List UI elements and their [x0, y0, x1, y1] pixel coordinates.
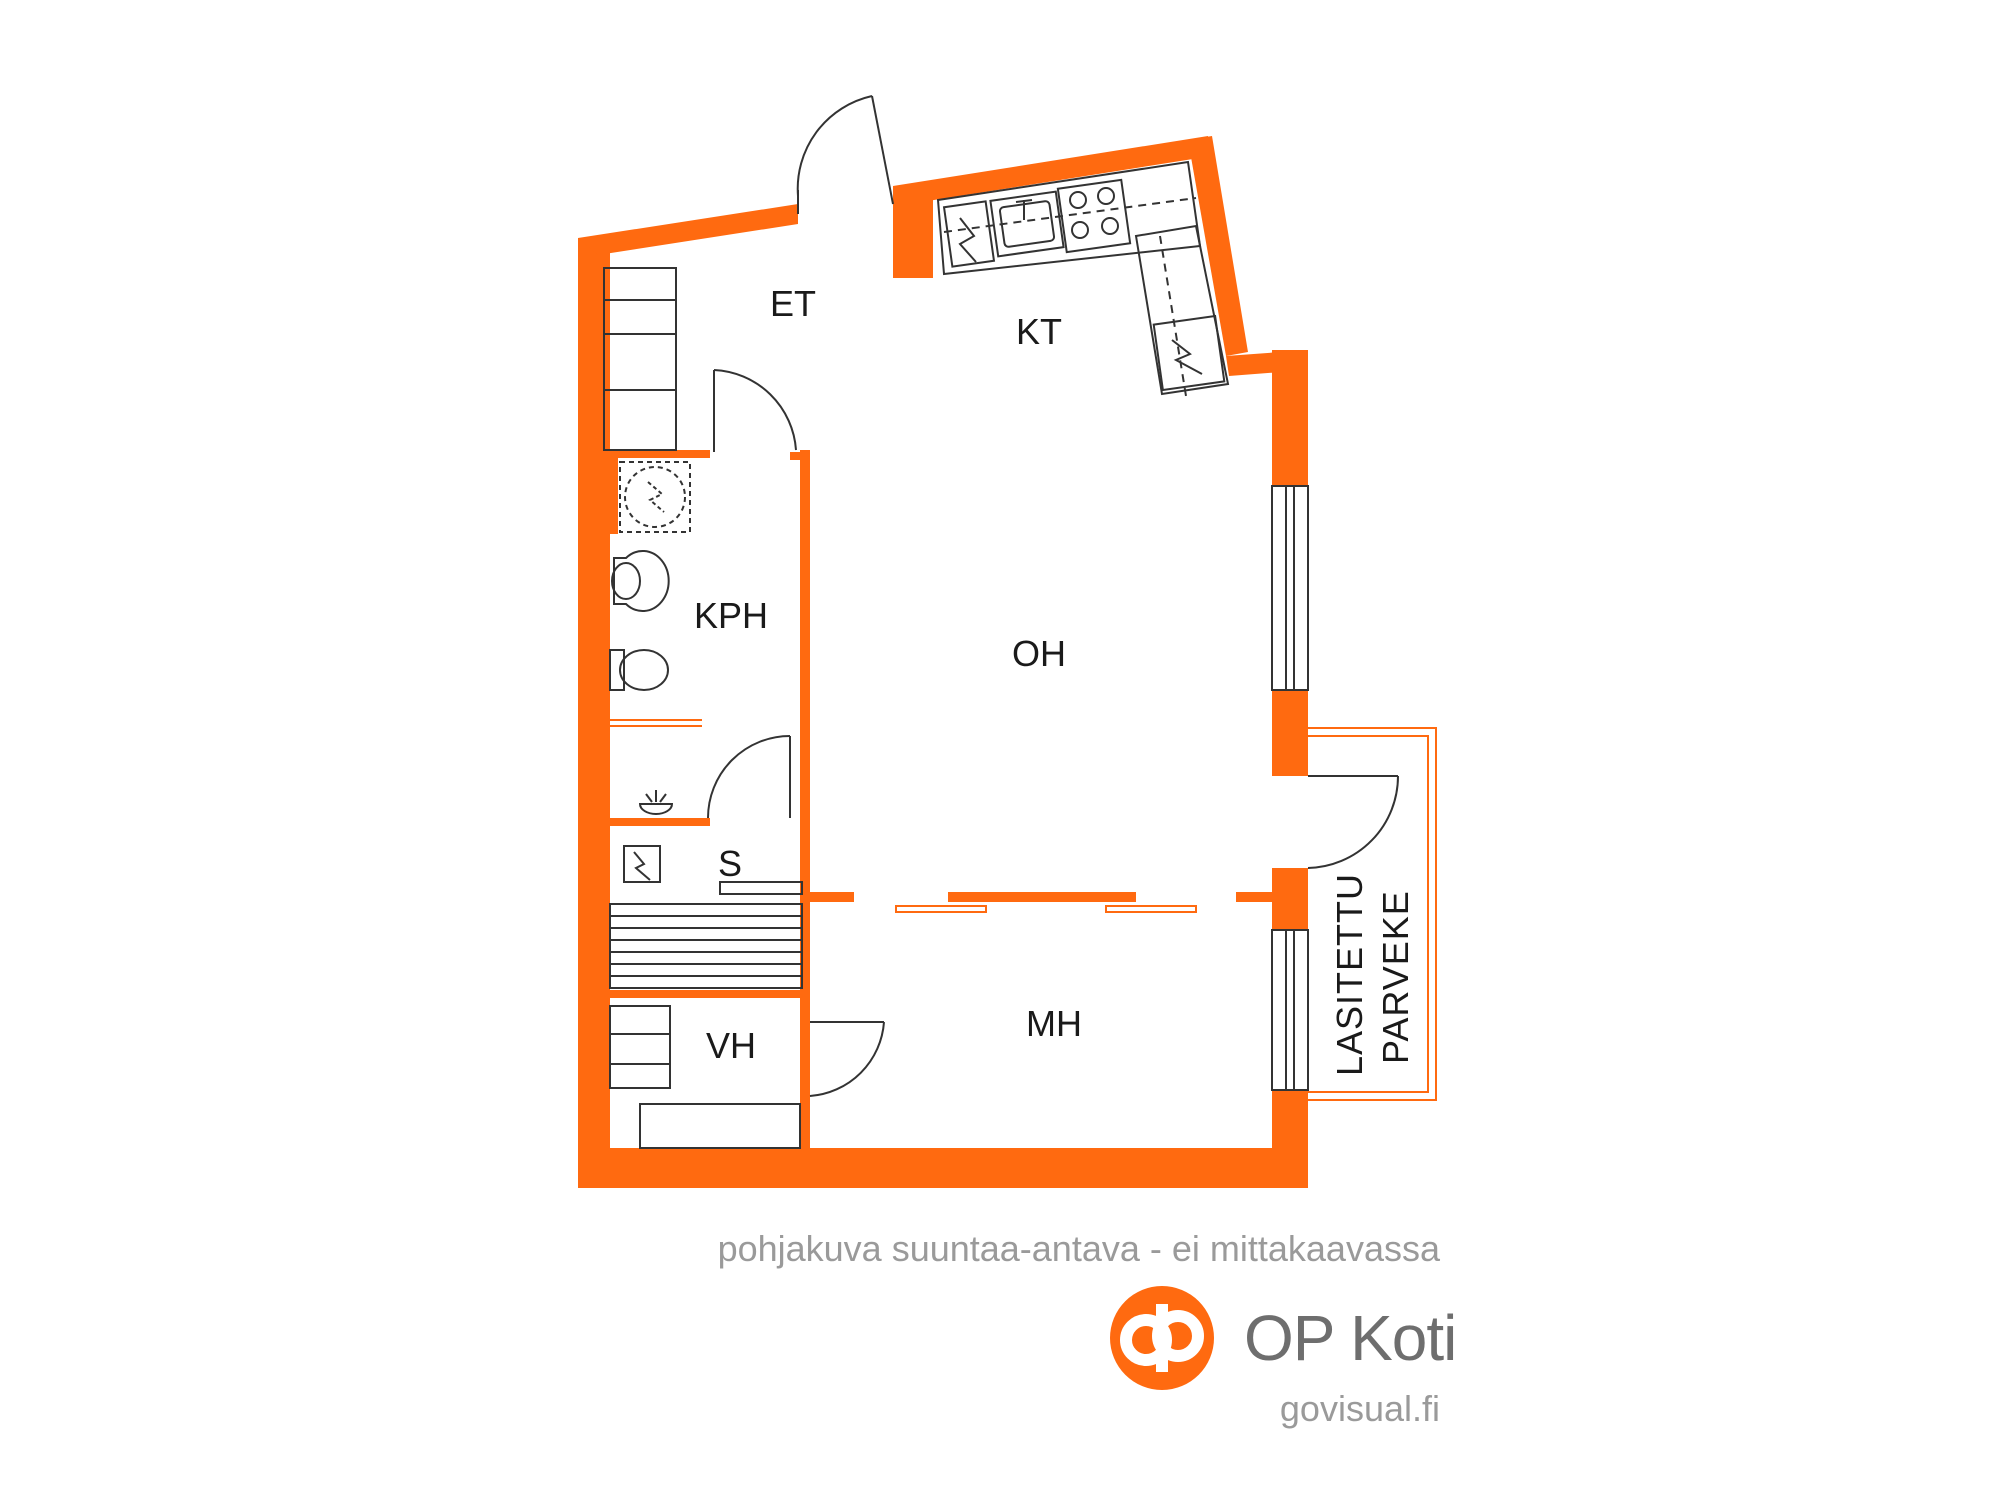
brand: OP Koti	[1110, 1278, 1457, 1398]
room-label-entrance: ET	[770, 283, 816, 324]
room-label-sauna: S	[718, 843, 742, 884]
website-link[interactable]: govisual.fi	[1279, 1388, 1440, 1429]
room-label-bathroom: KPH	[694, 595, 768, 636]
op-logo-icon	[1110, 1286, 1214, 1390]
windows	[1271, 485, 1309, 1091]
balcony-label-line2: PARVEKE	[1375, 890, 1416, 1064]
doors	[707, 95, 1399, 1097]
brand-name: OP Koti	[1244, 1302, 1457, 1374]
room-label-living-room: OH	[1012, 633, 1066, 674]
room-label-bedroom: MH	[1026, 1003, 1082, 1044]
balcony-outline	[1308, 727, 1437, 1101]
balcony-label-line1: LASITETTU	[1329, 873, 1370, 1076]
disclaimer-caption: pohjakuva suuntaa-antava - ei mittakaava…	[717, 1228, 1440, 1269]
walls	[578, 136, 1308, 1188]
room-label-closet: VH	[706, 1025, 756, 1066]
fixtures	[603, 160, 1230, 1149]
room-label-kitchen: KT	[1016, 311, 1062, 352]
